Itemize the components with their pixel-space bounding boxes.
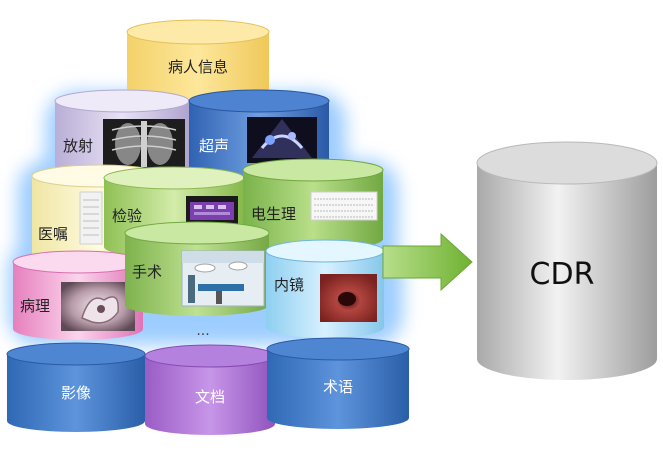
ecg-image [310, 191, 378, 221]
terminology-label: 术语 [323, 378, 353, 396]
pathology-label: 病理 [20, 297, 50, 315]
imaging-cylinder: 影像 [6, 342, 146, 432]
surgery-cylinder: 手术 [124, 221, 270, 316]
imaging-label: 影像 [61, 384, 91, 402]
chest-xray-image [103, 119, 185, 169]
electrophysiology-cylinder: 电生理 [242, 158, 384, 250]
documents-cylinder: 文档 [144, 344, 276, 435]
pathology-cylinder: 病理 [12, 250, 144, 340]
orders-label: 医嘱 [38, 225, 68, 243]
radiology-label: 放射 [63, 137, 93, 155]
right-arrow-icon [382, 232, 473, 292]
ellipsis-text: ... [196, 323, 209, 339]
pathology-image [61, 282, 135, 331]
terminology-cylinder: 术语 [266, 337, 410, 429]
surgery-label: 手术 [132, 263, 162, 281]
cdr-cylinder: CDR [476, 141, 658, 380]
lab-image [186, 196, 238, 226]
endoscopy-cylinder: 内镜 [265, 239, 385, 338]
electrophysiology-label: 电生理 [251, 205, 296, 223]
endoscopy-label: 内镜 [274, 276, 304, 294]
patient-info-cylinder: 病人信息 [126, 19, 270, 103]
radiology-cylinder: 放射 [54, 89, 190, 181]
ultrasound-label: 超声 [199, 137, 229, 155]
documents-label: 文档 [195, 388, 225, 406]
ultrasound-image [247, 117, 317, 163]
cdr-label: CDR [530, 257, 595, 292]
patient-info-label: 病人信息 [168, 58, 228, 76]
operating-room-image [181, 250, 265, 307]
lab-test-label: 检验 [112, 207, 142, 225]
endoscopy-image [320, 274, 377, 322]
document-image [79, 191, 103, 245]
